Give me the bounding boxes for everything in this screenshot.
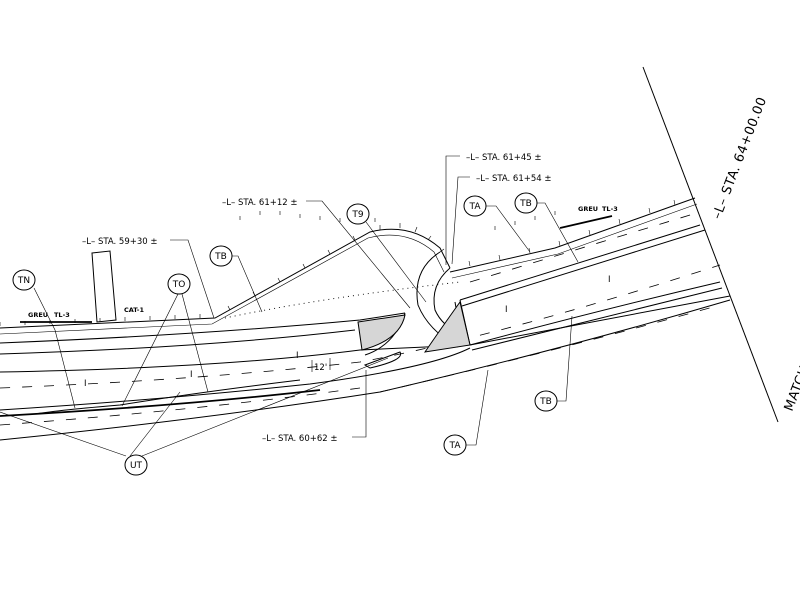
left-top-edge <box>0 228 451 329</box>
leader-tb3 <box>557 315 573 402</box>
leader-t9 <box>365 221 427 303</box>
matchline-station: –L– STA. 64+00.00 <box>710 95 770 221</box>
main-lower-edge-1 <box>0 295 731 373</box>
tag-ta2-bubble <box>443 434 467 456</box>
lane-dash-1 <box>0 264 721 389</box>
tag-ut-bubble <box>124 454 148 476</box>
lane-dash-2 <box>0 387 361 426</box>
station-59-30: –L– STA. 59+30 ± <box>82 237 158 247</box>
leader-6112 <box>306 200 411 309</box>
right-lane-edge <box>459 224 701 301</box>
tag-tb2-bubble <box>514 192 538 214</box>
leader-ta2 <box>466 369 489 446</box>
tag-tb3-bubble <box>534 390 558 412</box>
right-lower-edge <box>469 281 721 346</box>
tag-tn: TN <box>17 276 30 286</box>
tl3-left: TL-3 <box>54 311 70 319</box>
greu-right-ticks <box>559 215 613 229</box>
tag-ta1-bubble <box>463 195 487 217</box>
guardrail-ticks <box>0 199 676 326</box>
tag-to-bubble <box>167 273 191 295</box>
tag-ut: UT <box>130 461 143 471</box>
main-lower-edge-2 <box>0 347 471 411</box>
lane-mark-4: I <box>505 305 508 315</box>
leader-to-2 <box>181 293 209 393</box>
greu-left: GREU <box>28 311 48 319</box>
right-top-edge-2 <box>451 203 698 279</box>
tag-t9-bubble <box>346 203 370 225</box>
cat1-label: CAT-1 <box>124 306 144 314</box>
right-lower-edge-2 <box>471 287 723 351</box>
lane-mark-1: I <box>84 379 87 389</box>
leader-ut-1 <box>0 411 127 457</box>
station-callouts: –L– STA. 61+45 ± –L– STA. 61+54 ± –L– ST… <box>82 153 552 444</box>
leader-ut-3 <box>141 357 389 457</box>
tag-ta2: TA <box>449 441 462 451</box>
tag-ta1: TA <box>469 202 482 212</box>
leader-ta1 <box>486 205 531 253</box>
tl3-right: TL-3 <box>602 205 618 213</box>
leader-6062 <box>352 370 367 438</box>
station-61-12: –L– STA. 61+12 ± <box>222 198 298 208</box>
tag-tb1-bubble <box>209 245 233 267</box>
lane-mark-3: I <box>296 351 299 361</box>
station-61-45: –L– STA. 61+45 ± <box>466 153 542 163</box>
right-top-edge <box>449 197 696 273</box>
lane-mark-2: I <box>190 370 193 380</box>
gore-shade-right <box>423 300 471 353</box>
main-upper-edge <box>0 312 406 344</box>
lane-dash-3 <box>379 304 721 393</box>
lane-mark-5: I <box>608 275 611 285</box>
lane-dash-4 <box>469 211 701 283</box>
right-lane-edge-2 <box>461 229 706 307</box>
island-left <box>34 379 301 415</box>
greu-right: GREU <box>578 205 598 213</box>
gore-shade-left <box>357 314 406 351</box>
leader-6154 <box>451 176 470 265</box>
leader-tn <box>33 287 76 409</box>
leader-tb1 <box>232 255 263 313</box>
tag-tb2: TB <box>519 199 532 209</box>
matchline <box>642 66 779 423</box>
barrier-post <box>91 250 117 323</box>
leader-tb2 <box>537 202 579 263</box>
station-61-54: –L– STA. 61+54 ± <box>476 174 552 184</box>
tag-tn-bubble <box>12 269 36 291</box>
station-60-62: –L– STA. 60+62 ± <box>262 434 338 444</box>
tag-tb1: TB <box>214 252 227 262</box>
tag-to: TO <box>172 280 186 290</box>
leader-to-1 <box>121 293 179 407</box>
roadway-lines <box>0 197 731 441</box>
leader-6145 <box>445 155 460 265</box>
tag-tb3: TB <box>539 397 552 407</box>
matchline-text: MATCHLINE SEE SHEET 5 <box>782 247 800 413</box>
lane-markers: I I I I I <box>84 275 611 389</box>
leader-5930 <box>170 239 215 319</box>
dimension-12-line <box>311 358 331 372</box>
left-top-edge-inner <box>0 234 445 335</box>
island-right <box>363 351 402 369</box>
main-upper-edge-2 <box>0 329 356 355</box>
leader-ut-2 <box>129 391 181 457</box>
dimension-12: 12' <box>314 363 327 373</box>
tag-t9: T9 <box>351 210 363 220</box>
detail-tags: TN TO TB T9 TA TB TB TA UT <box>0 192 579 476</box>
